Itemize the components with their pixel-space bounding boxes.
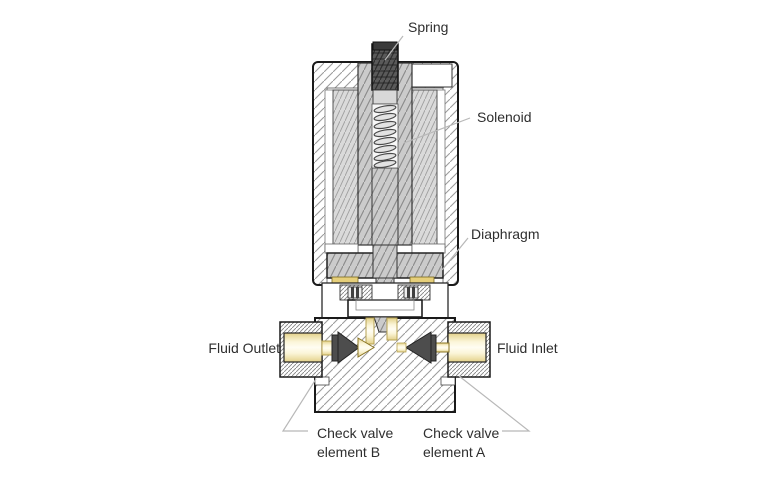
inlet-bore [447,332,487,363]
diaphragm-cup [347,299,423,318]
bobbin-flange-right [411,243,446,254]
check-valve-a-seat [396,342,407,353]
bonnet-screws [347,286,419,299]
label-fluid-outlet: Fluid Outlet [208,340,280,356]
leader-line-check-valve-a [458,375,531,432]
diaphragm-seal-right [409,276,435,284]
check-valve-element-a [396,331,437,364]
bobbin-tube-left [324,89,334,254]
plunger-stem-upper [372,244,398,279]
pilot-channel-left [365,317,375,345]
diaphragm-seal-left [331,276,359,284]
spring-seat [372,89,398,105]
fluid-inlet-port [431,321,491,378]
housing-top-recess [407,63,453,88]
pilot-channel-right [386,317,398,341]
label-solenoid: Solenoid [477,109,532,125]
label-check-valve-a-line2: element A [423,444,486,460]
bobbin-tube-right [436,89,446,254]
body-notch-right [440,376,456,386]
label-fluid-inlet: Fluid Inlet [497,340,558,356]
check-valve-element-b [331,331,375,364]
bobbin-flange-left [324,243,359,254]
plunger-core [371,167,399,246]
label-check-valve-b-line1: Check valve [317,425,394,441]
spring-coil [373,104,397,169]
leader-line-solenoid [403,117,471,144]
solenoid-coil-right [411,89,438,254]
leader-lines [281,35,531,432]
threaded-stud [371,41,399,91]
label-spring: Spring [408,19,449,35]
check-valve-b-seat [357,337,375,358]
diaphragm-cup-inner [355,299,415,311]
label-check-valve-element-a: Check valve element A [423,424,499,462]
label-diaphragm: Diaphragm [471,226,540,242]
outlet-bore [283,332,323,363]
body-notch-left [314,376,330,386]
leader-line-diaphragm [441,237,469,271]
solenoid-coil-left [332,89,359,254]
label-check-valve-a-line1: Check valve [423,425,500,441]
fluid-outlet-port [279,321,335,378]
label-check-valve-element-b: Check valve element B [317,424,393,462]
leader-line-check-valve-b [281,378,317,432]
leader-line-spring [384,35,404,61]
valve-body [314,317,456,413]
label-check-valve-b-line2: element B [317,444,381,460]
